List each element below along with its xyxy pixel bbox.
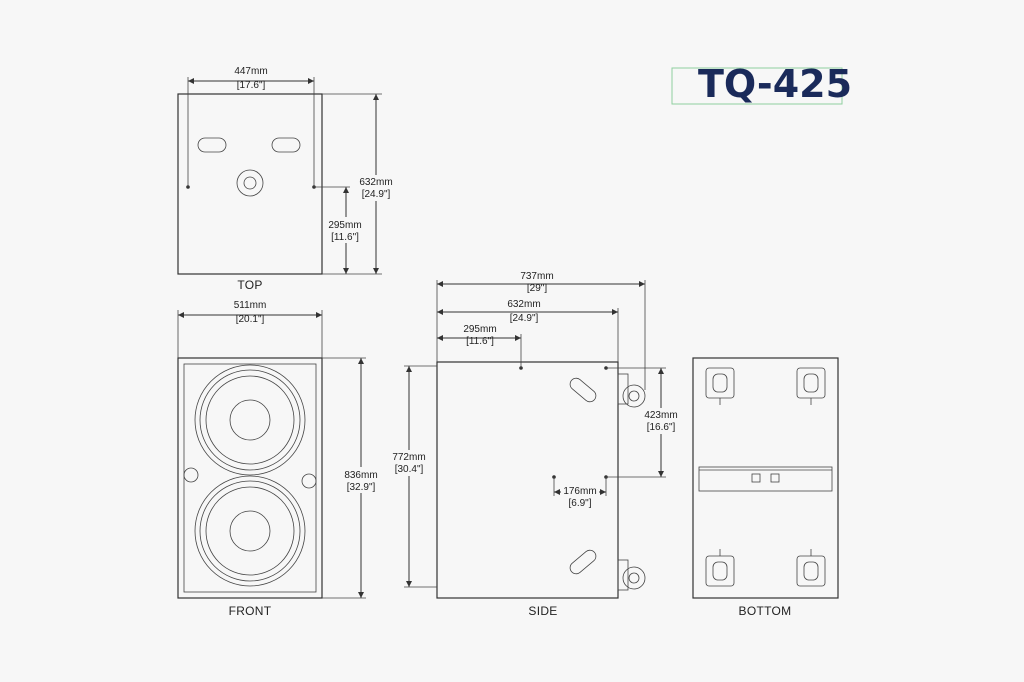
lower-woofer-icon bbox=[194, 475, 306, 587]
top-handle-left bbox=[197, 137, 227, 153]
bottom-view: BOTTOM bbox=[692, 357, 839, 618]
bottom-caster-top-right-icon bbox=[796, 367, 826, 405]
side-overall-mm: 737mm bbox=[520, 271, 553, 282]
bottom-connector-plate bbox=[698, 466, 833, 492]
top-pole-mount-icon bbox=[236, 169, 264, 197]
front-width-mm: 511mm bbox=[234, 300, 267, 311]
side-hole-in: [11.6"] bbox=[466, 336, 494, 347]
side-view-label: SIDE bbox=[528, 604, 557, 618]
front-height-in: [32.9"] bbox=[347, 482, 376, 493]
side-caster-bottom-icon bbox=[617, 559, 646, 591]
port-right-icon bbox=[301, 473, 317, 489]
side-spacing-in: [6.9"] bbox=[568, 498, 591, 509]
side-depth-mm: 632mm bbox=[507, 299, 540, 310]
side-overall-in: [29"] bbox=[527, 283, 547, 294]
side-handle-bottom bbox=[569, 549, 597, 575]
side-spacing-mm: 176mm bbox=[563, 486, 596, 497]
top-view: 447mm [17.6"] 632mm [24.9"] 295mm [11.6"… bbox=[177, 66, 397, 292]
title-text: TQ-425 bbox=[698, 62, 852, 106]
top-depth-in: [24.9"] bbox=[362, 189, 391, 200]
bottom-view-label: BOTTOM bbox=[739, 604, 792, 618]
connector-b-icon bbox=[770, 473, 780, 483]
bottom-caster-bottom-right-icon bbox=[796, 549, 826, 587]
side-view: 737mm [29"] 632mm [24.9"] 295mm [11.6"] … bbox=[388, 271, 682, 618]
top-hole-in: [11.6"] bbox=[331, 232, 359, 243]
front-height-mm: 836mm bbox=[344, 470, 377, 481]
side-caster-top-icon bbox=[617, 373, 646, 408]
top-width-mm: 447mm bbox=[234, 66, 267, 77]
top-handle-right bbox=[271, 137, 301, 153]
front-view: 511mm [20.1"] 836mm [32.9"] FRONT bbox=[177, 300, 382, 618]
top-depth-mm: 632mm bbox=[359, 177, 392, 188]
front-width-in: [20.1"] bbox=[236, 314, 265, 325]
bottom-caster-bottom-left-icon bbox=[705, 549, 735, 587]
top-view-label: TOP bbox=[237, 278, 262, 292]
bottom-view-outline bbox=[692, 357, 839, 599]
side-height-mm: 772mm bbox=[392, 452, 425, 463]
top-hole-mm: 295mm bbox=[328, 220, 361, 231]
front-view-label: FRONT bbox=[229, 604, 272, 618]
side-height-in: [30.4"] bbox=[395, 464, 424, 475]
side-depth-in: [24.9"] bbox=[510, 313, 539, 324]
connector-a-icon bbox=[751, 473, 761, 483]
title-box bbox=[671, 67, 843, 105]
front-view-outline bbox=[177, 357, 323, 599]
side-hole-mm: 295mm bbox=[463, 324, 496, 335]
side-hang-in: [16.6"] bbox=[647, 422, 676, 433]
top-width-in: [17.6"] bbox=[237, 80, 266, 91]
side-handle-top bbox=[569, 377, 597, 403]
upper-woofer-icon bbox=[194, 364, 306, 476]
port-left-icon bbox=[183, 467, 199, 483]
bottom-caster-top-left-icon bbox=[705, 367, 735, 405]
model-title: TQ-425 bbox=[671, 62, 852, 106]
side-view-outline bbox=[436, 361, 619, 599]
side-hang-mm: 423mm bbox=[644, 410, 677, 421]
top-view-outline bbox=[177, 93, 323, 275]
